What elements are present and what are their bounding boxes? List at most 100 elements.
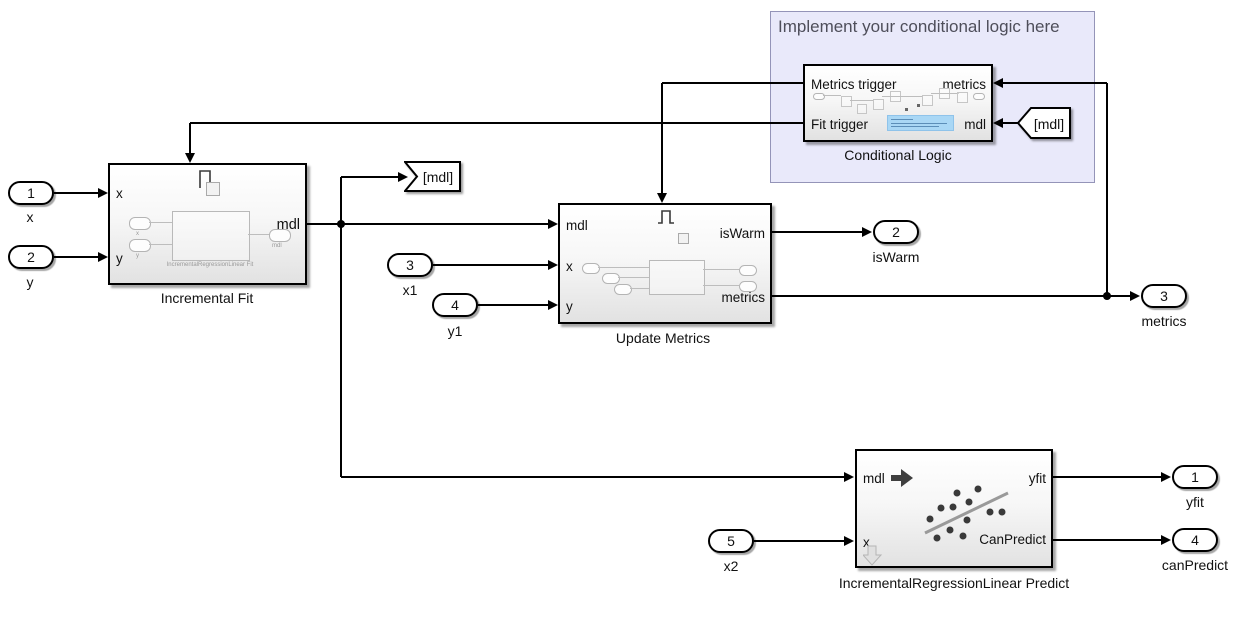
inport-number: 1 [27,185,35,201]
inport-3-x1[interactable]: 3 [387,253,433,277]
from-tag-mdl[interactable]: [mdl] [1016,107,1072,140]
preview-wire [618,277,649,278]
preview-wire [149,222,172,223]
wire-fit-trigger[interactable] [189,123,191,153]
preview-shape [973,93,985,100]
scatter-regression-icon [924,485,1009,542]
inport-2-y[interactable]: 2 [8,245,54,269]
arrowhead-icon [844,536,854,546]
preview-inport [614,284,632,295]
wire-canpredict[interactable] [1053,539,1162,541]
preview-outport [269,229,291,242]
wire-iswarm[interactable] [772,231,863,233]
model-arrow-icon [891,469,913,487]
preview-shape [823,95,841,96]
port-label-metrics-trigger: Metrics trigger [811,77,897,92]
arrowhead-icon [548,260,558,270]
block-name-incremental-fit[interactable]: Incremental Fit [160,290,254,306]
predict-block[interactable]: mdl x yfit CanPredict [855,449,1053,568]
inport-2-label[interactable]: y [26,274,34,290]
preview-shape [841,96,852,107]
inport-number: 3 [406,257,414,273]
wire-mdl-to-predict[interactable] [341,476,845,478]
arrowhead-icon [1130,291,1140,301]
block-name-update-metrics[interactable]: Update Metrics [615,330,711,346]
from-tag-label: [mdl] [1033,115,1065,132]
wire-in1-x[interactable] [54,192,99,194]
inport-1-label[interactable]: x [26,209,34,225]
wire-metrics-trigger[interactable] [662,82,803,84]
arrowhead-icon [862,227,872,237]
preview-wire [149,244,172,245]
outport-1-label[interactable]: yfit [1186,494,1204,510]
data-down-arrow-icon [863,545,883,566]
inport-3-label[interactable]: x1 [402,282,418,298]
arrowhead-icon [548,219,558,229]
preview-inport [602,273,620,284]
wire-metrics-feedback[interactable] [1106,83,1108,296]
block-name-predict[interactable]: IncrementalRegressionLinear Predict [838,575,1070,591]
outport-3-label[interactable]: metrics [1141,313,1187,329]
wire-yfit[interactable] [1053,476,1162,478]
inport-1-x[interactable]: 1 [8,181,54,205]
wire-in2-y[interactable] [54,256,99,258]
port-label-x: x [116,186,123,201]
outport-2-iswarm[interactable]: 2 [873,220,919,244]
preview-inport-label: y [136,253,139,259]
update-metrics-block[interactable]: mdl x y isWarm metrics [558,203,772,324]
wire-metrics[interactable] [772,295,1131,297]
inport-number: 4 [451,297,459,313]
wire-metrics-feedback[interactable] [1003,82,1107,84]
wire-metrics-trigger[interactable] [661,83,663,193]
preview-shape [678,233,689,244]
port-label-mdl: mdl [566,218,588,233]
preview-subblock [172,211,250,261]
inport-4-label[interactable]: y1 [447,323,463,339]
inport-4-y1[interactable]: 4 [432,293,478,317]
inport-5-x2[interactable]: 5 [708,529,754,553]
outport-3-metrics[interactable]: 3 [1141,284,1187,308]
outport-2-label[interactable]: isWarm [872,249,920,265]
preview-wire [598,267,649,268]
preview-outport [739,281,757,292]
preview-wire [248,234,269,235]
wire-mdl-to-predict[interactable] [340,224,342,477]
preview-shape [917,104,920,107]
trigger-port-icon [206,182,220,196]
arrowhead-icon [98,252,108,262]
preview-shape [857,104,867,114]
wire-in3-x[interactable] [433,264,549,266]
annotation-title: Implement your conditional logic here [778,17,1060,36]
wire-in5-x[interactable] [754,540,845,542]
block-name-conditional-logic[interactable]: Conditional Logic [844,147,952,163]
wire-junction-dot [1103,292,1111,300]
wire-mdl-main[interactable] [307,223,549,225]
preview-note-line [891,119,913,120]
goto-tag-mdl[interactable]: [mdl] [402,161,462,193]
outport-4-label[interactable]: canPredict [1161,557,1229,573]
preview-shape [905,108,908,111]
preview-subblock [649,260,705,295]
outport-number: 1 [1191,469,1199,485]
preview-shape [873,99,884,110]
preview-wire [703,285,739,286]
inport-5-label[interactable]: x2 [723,558,739,574]
port-label-x: x [863,535,870,550]
preview-inport [582,263,600,274]
preview-outport-label: mdl [272,243,282,249]
incremental-fit-block[interactable]: x y mdl x y mdl IncrementalRegressionLin… [108,163,307,285]
wire-in4-y[interactable] [478,304,549,306]
port-label-canpredict: CanPredict [979,532,1046,547]
outport-1-yfit[interactable]: 1 [1172,465,1218,489]
preview-shape [813,93,825,100]
goto-tag-shape [402,161,461,192]
wire-mdl-to-goto[interactable] [341,176,399,178]
wire-from-mdl[interactable] [1003,122,1019,124]
wire-mdl-to-goto[interactable] [340,177,342,224]
arrowhead-icon [185,153,195,163]
arrowhead-icon [398,172,408,182]
outport-4-canpredict[interactable]: 4 [1172,528,1218,552]
arrowhead-icon [657,193,667,203]
conditional-logic-block[interactable]: Metrics trigger Fit trigger metrics mdl [803,64,993,142]
wire-fit-trigger[interactable] [190,122,803,124]
